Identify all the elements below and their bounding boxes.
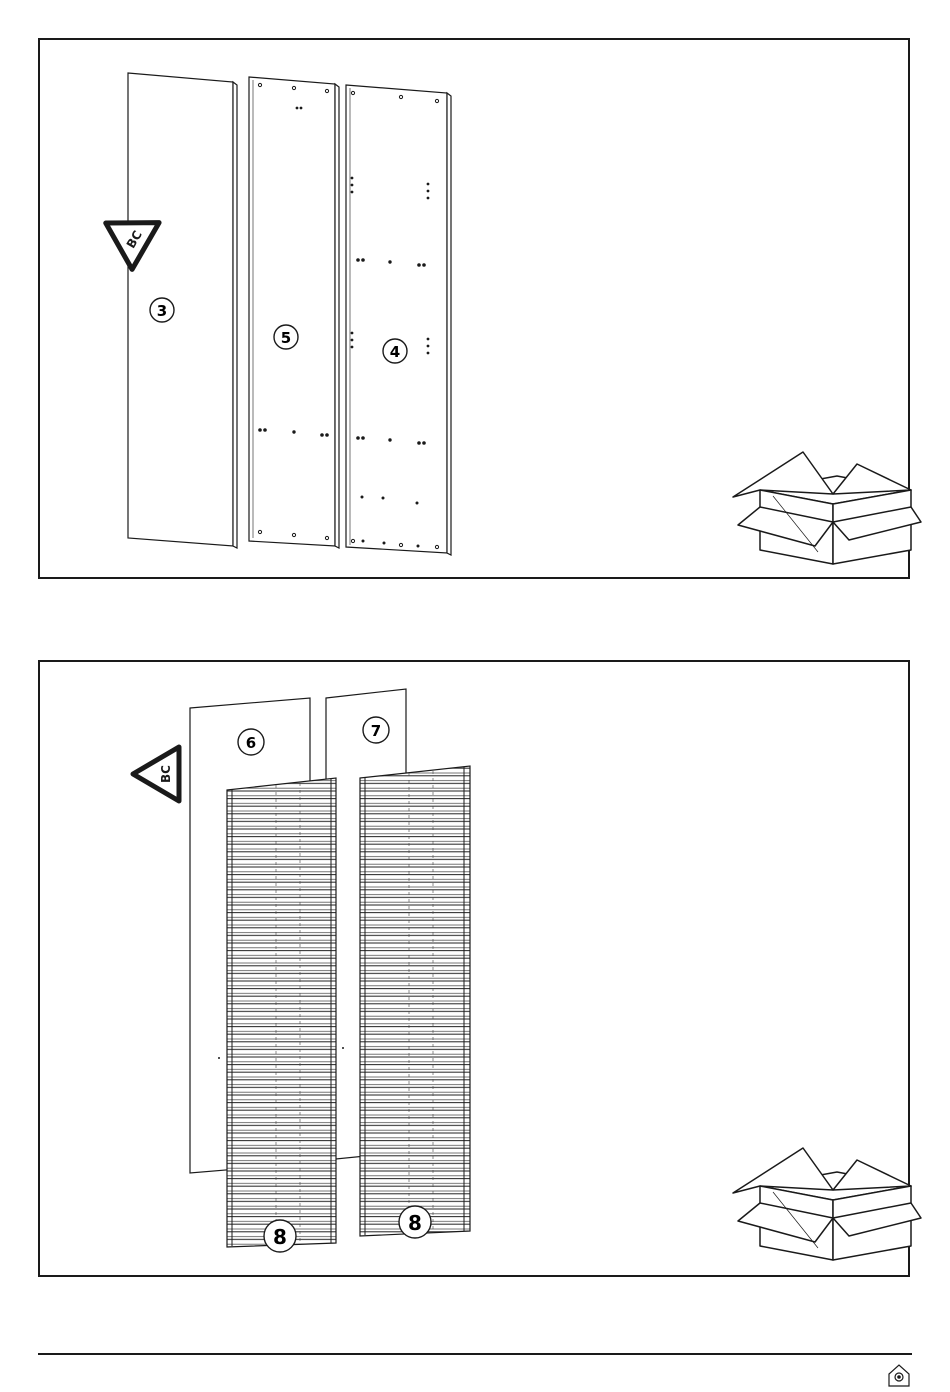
svg-text:6: 6 — [246, 734, 256, 752]
svg-text:7: 7 — [371, 722, 381, 740]
svg-text:3: 3 — [157, 302, 167, 320]
panel-3 — [128, 73, 237, 548]
part-callout-6: 6 — [238, 729, 264, 755]
part-callout-3: 3 — [150, 298, 174, 322]
part-callout-5: 5 — [274, 325, 298, 349]
bc-edge-marker: BC — [133, 747, 179, 801]
panel-5 — [249, 77, 339, 548]
edge-label: BC — [159, 765, 173, 783]
svg-text:8: 8 — [273, 1225, 287, 1249]
slatted-panel-8-left — [227, 778, 336, 1247]
panel-4 — [346, 85, 451, 555]
svg-text:8: 8 — [408, 1211, 422, 1235]
part-callout-7: 7 — [363, 717, 389, 743]
open-box-icon — [733, 452, 921, 564]
brand-logo-icon — [889, 1365, 909, 1386]
slatted-panel-8-right — [360, 766, 470, 1236]
open-box-icon — [733, 1148, 921, 1260]
svg-text:4: 4 — [390, 343, 400, 361]
part-callout-4: 4 — [383, 339, 407, 363]
svg-text:5: 5 — [281, 329, 291, 347]
footer-rule — [38, 1353, 912, 1355]
part-callout-8-right: 8 — [399, 1206, 431, 1238]
part-callout-8-left: 8 — [264, 1220, 296, 1252]
